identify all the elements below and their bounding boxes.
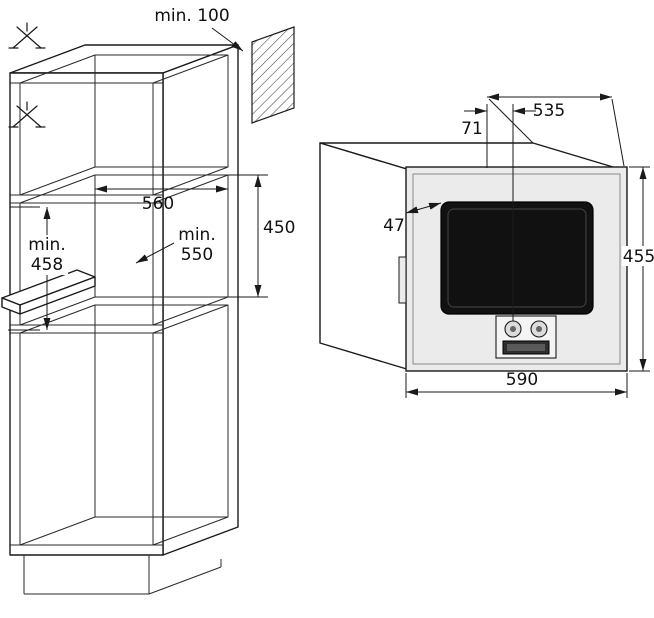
dim-label-oven-depth: 535: [533, 101, 565, 121]
dim-control-offset: 71: [461, 104, 536, 321]
dim-label-niche-depth-prefix: min.: [178, 225, 215, 245]
clamp-symbol-icon: [8, 101, 46, 128]
dim-label-niche-height: 450: [263, 218, 295, 238]
dim-niche-depth: min. 550: [135, 225, 216, 265]
oven-front-inner-frame: [412, 173, 621, 365]
oven-drawing: [319, 142, 628, 372]
dim-label-base-height-prefix: min.: [28, 235, 65, 255]
dim-oven-height: 455: [622, 166, 654, 372]
oven-hinge: [398, 256, 407, 304]
oven-window: [440, 201, 594, 315]
dim-oven-depth: 535: [487, 93, 625, 167]
dim-label-front-overhang: 47: [383, 216, 405, 236]
cabinet-lower-compartment: [10, 304, 229, 546]
dim-oven-width: 590: [405, 370, 628, 398]
dim-label-base-height: 458: [31, 255, 63, 275]
wall-section: [251, 26, 295, 124]
dim-label-niche-width: 560: [142, 194, 174, 214]
dim-label-top-clearance: min. 100: [154, 6, 229, 26]
dim-label-oven-width: 590: [506, 370, 538, 390]
cabinet-drawing: [9, 44, 239, 595]
dim-front-overhang: 47: [383, 202, 442, 236]
cabinet-shelves: [10, 194, 163, 334]
dim-base-height: min. 458: [8, 206, 68, 331]
oven-side-face: [319, 142, 411, 371]
cabinet-plinth: [23, 555, 222, 595]
dim-niche-width: 560: [95, 185, 228, 214]
clamp-symbol-icon: [8, 22, 46, 49]
cabinet-top-compartment: [10, 54, 229, 196]
oven-control-panel: [495, 315, 557, 359]
dim-top-clearance: min. 100: [154, 6, 244, 52]
dim-niche-height: 450: [228, 174, 297, 298]
cabinet-side-face: [162, 44, 239, 556]
control-display: [502, 340, 550, 355]
dim-label-control-offset: 71: [461, 119, 483, 139]
control-knob: [504, 320, 522, 338]
control-knob: [530, 320, 548, 338]
cabinet-front-face: [9, 72, 164, 556]
dim-label-niche-depth: 550: [181, 245, 213, 265]
dim-label-oven-height: 455: [623, 247, 654, 267]
